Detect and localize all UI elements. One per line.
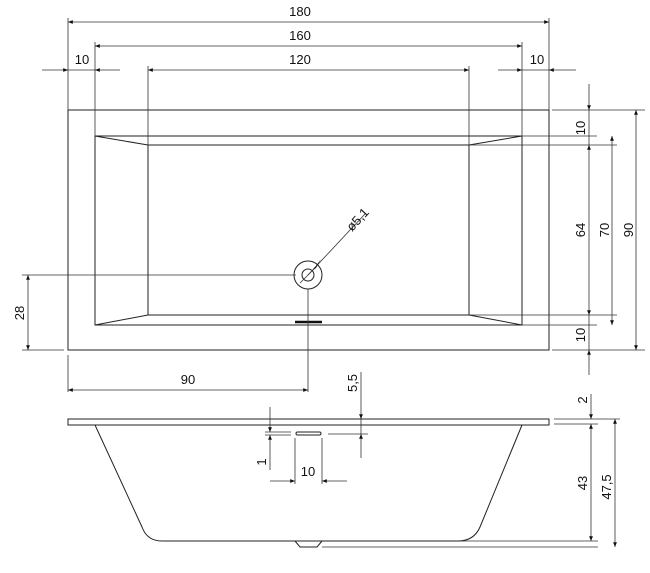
dim-bottom-rim: 10: [573, 328, 588, 342]
dim-overall-length: 180: [289, 4, 311, 19]
side-profile: [94, 424, 523, 542]
side-drain-foot: [294, 540, 323, 548]
corner-slope-lines: [94, 135, 523, 326]
tub-outer-outline: [67, 109, 550, 351]
top-view: ø5,1: [67, 109, 550, 351]
dim-total-height: 47,5: [599, 474, 614, 499]
side-rim: [67, 418, 550, 426]
side-view: [67, 418, 598, 548]
dim-overflow-width: 10: [301, 464, 315, 479]
dim-overall-width: 90: [621, 223, 636, 237]
dim-inner-length: 160: [289, 28, 311, 43]
dim-left-rim: 10: [75, 52, 89, 67]
dim-overflow-height: 1: [254, 458, 269, 465]
side-overflow: [295, 431, 322, 436]
top-dimensions: 180 160 120 10 10: [42, 4, 576, 145]
dim-basin-depth: 43: [575, 476, 590, 490]
dim-rim-thickness: 2: [575, 396, 590, 403]
dim-top-rim: 10: [573, 121, 588, 135]
drain-diameter-label: ø5,1: [343, 205, 372, 234]
dim-overflow-depth: 5,5: [345, 374, 360, 392]
dim-basin-bottom-width: 64: [573, 223, 588, 237]
dim-drain-offset-y: 28: [12, 306, 27, 320]
dim-drain-offset-x: 90: [181, 372, 195, 387]
dim-basin-bottom-length: 120: [289, 52, 311, 67]
dim-right-rim: 10: [530, 52, 544, 67]
side-dimensions: 5,5 1 10 2 43 47,5: [254, 372, 620, 547]
basin-bottom: [147, 144, 470, 316]
drain-position-dimensions: 28 90: [12, 274, 309, 392]
right-dimensions: 10 64 10 70 90: [469, 84, 645, 375]
dim-inner-width: 70: [597, 223, 612, 237]
tub-inner-rim: [94, 135, 523, 326]
